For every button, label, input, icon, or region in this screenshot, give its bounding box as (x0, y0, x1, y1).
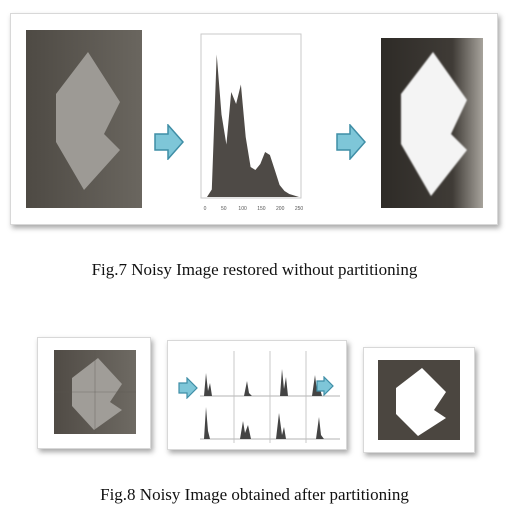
histogram-tick-label: 100 (238, 206, 247, 212)
histogram-tick-label: 50 (221, 206, 227, 212)
figure-8-output-panel (363, 347, 475, 453)
histogram-tick-label: 150 (257, 206, 266, 212)
figure-8-input-panel (37, 337, 151, 449)
partition-histograms (200, 351, 340, 443)
right-arrow-icon (316, 376, 334, 396)
segmented-output-image (378, 360, 460, 440)
histogram-tick-label: 0 (204, 206, 207, 212)
restored-output-image (381, 38, 483, 208)
figure-8-caption: Fig.8 Noisy Image obtained after partiti… (100, 485, 409, 504)
figure-8-histogram-panel (167, 340, 347, 450)
right-arrow-icon (336, 124, 366, 160)
figure-7-panel: 0 50 100 150 200 250 (10, 13, 498, 225)
histogram-tick-label: 250 (295, 206, 304, 212)
noisy-input-image (54, 350, 136, 434)
noisy-input-image (26, 30, 142, 208)
histogram-area (207, 54, 299, 197)
histogram-chart: 0 50 100 150 200 250 (200, 33, 304, 212)
figure-7-caption: Fig.7 Noisy Image restored without parti… (91, 260, 418, 279)
right-arrow-icon (178, 377, 198, 399)
right-arrow-icon (154, 124, 184, 160)
histogram-tick-label: 200 (276, 206, 285, 212)
